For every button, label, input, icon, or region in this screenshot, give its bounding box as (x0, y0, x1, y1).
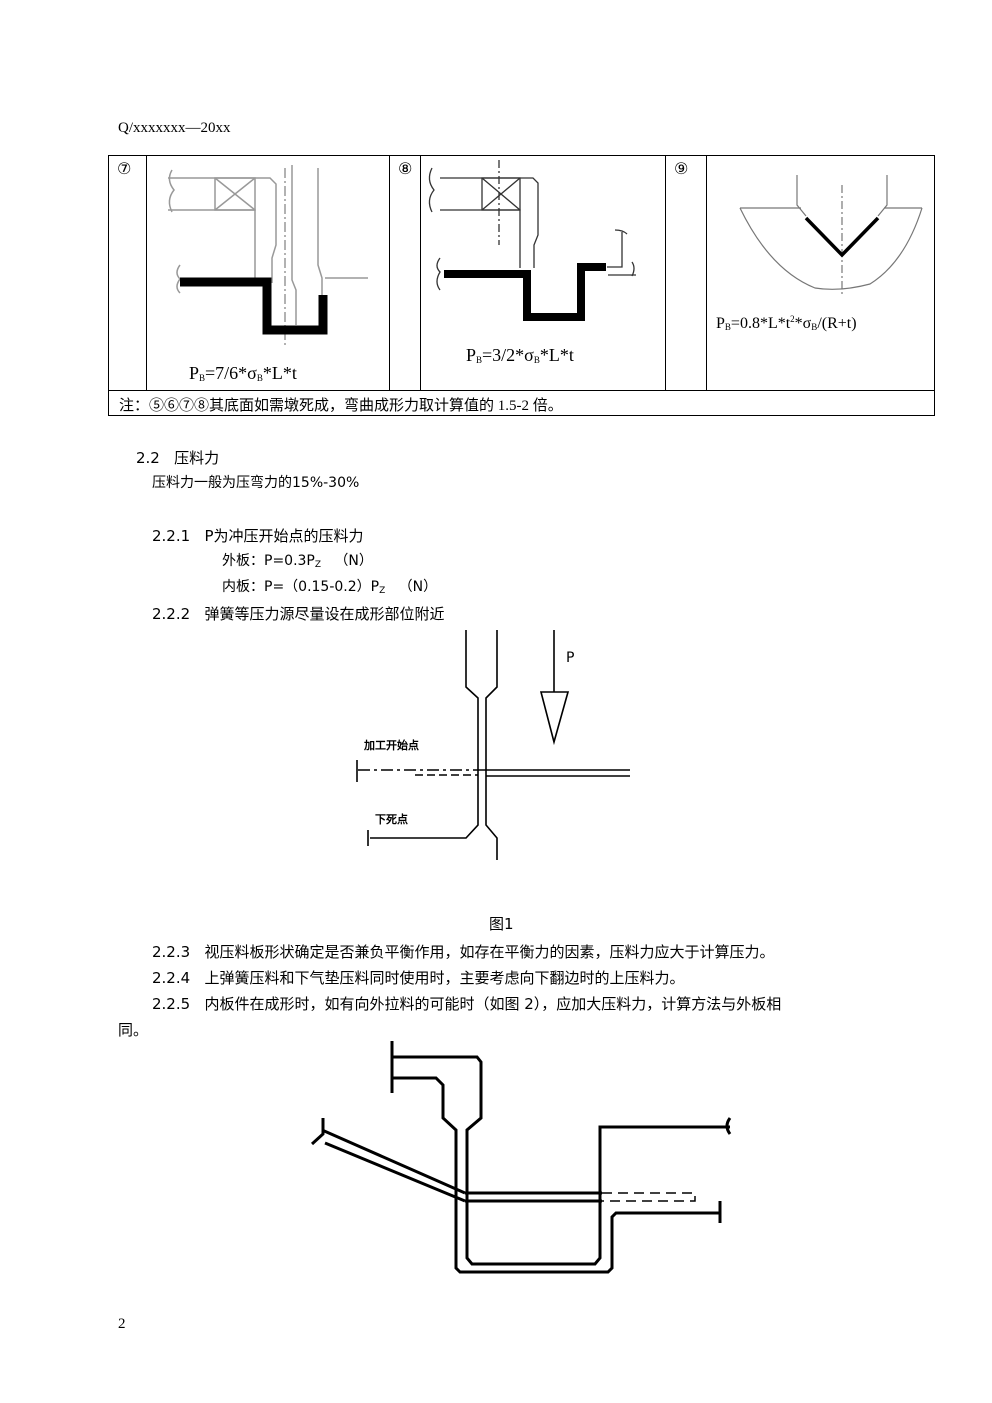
figure-cell-9: PB=0.8*L*t2*σB/(R+t) (706, 155, 935, 391)
cell-number-9: ⑨ (665, 155, 707, 391)
section-heading: 2.2 压料力 (136, 449, 220, 467)
bottom-dead-center-label: 下死点 (375, 813, 408, 826)
section-intro: 压料力一般为压弯力的15%-30% (152, 475, 360, 491)
figure-9-sheet (804, 216, 880, 258)
figure-1-caption: 图1 (489, 915, 514, 933)
start-point-label: 加工开始点 (364, 739, 419, 752)
figure-2-drawing (310, 1041, 732, 1274)
formula-7: PB=7/6*σB*L*t (189, 363, 297, 383)
formula-figure-table: ⑦ PB=7/6*σB*L*t ⑧ PB=3/2*σB*L*t ⑨ PB=0.8… (108, 155, 935, 416)
page-number: 2 (118, 1316, 126, 1332)
formula-9: PB=0.8*L*t2*σB/(R+t) (716, 314, 857, 332)
force-label-p: P (566, 650, 575, 666)
figure-2-dashed-sheet (602, 1192, 696, 1202)
clause-2-2-1: 2.2.1 P为冲压开始点的压料力 (152, 527, 364, 545)
figure-8-drawing (428, 160, 636, 291)
figure-1-drawing (356, 630, 630, 860)
clause-2-2-2: 2.2.2 弹簧等压力源尽量设在成形部位附近 (152, 605, 445, 623)
formula-8: PB=3/2*σB*L*t (466, 345, 574, 365)
clause-2-2-5-continued: 同。 (118, 1021, 149, 1039)
figure-7-drawing (168, 165, 368, 345)
figure-9-drawing (739, 175, 923, 295)
clause-2-2-4: 2.2.4 上弹簧压料和下气垫压料同时使用时，主要考虑向下翻边时的上压料力。 (152, 969, 685, 987)
figure-8-sheet (444, 263, 606, 321)
clause-2-2-5: 2.2.5 内板件在成形时，如有向外拉料的可能时（如图 2），应加大压料力，计算… (152, 995, 782, 1013)
clause-2-2-3: 2.2.3 视压料板形状确定是否兼负平衡作用，如存在平衡力的因素，压料力应大于计… (152, 943, 775, 961)
document-code: Q/xxxxxxx—20xx (118, 120, 231, 136)
outer-panel-formula: 外板：P=0.3PZ （N） (222, 553, 373, 570)
figure-7-sheet (180, 277, 328, 335)
cell-number-8: ⑧ (389, 155, 421, 391)
table-note: 注：⑤⑥⑦⑧其底面如需墩死成，弯曲成形力取计算值的 1.5-2 倍。 (108, 390, 935, 416)
figure-cell-7: PB=7/6*σB*L*t (146, 155, 390, 391)
inner-panel-formula: 内板：P=（0.15-0.2）PZ （N） (222, 579, 438, 596)
